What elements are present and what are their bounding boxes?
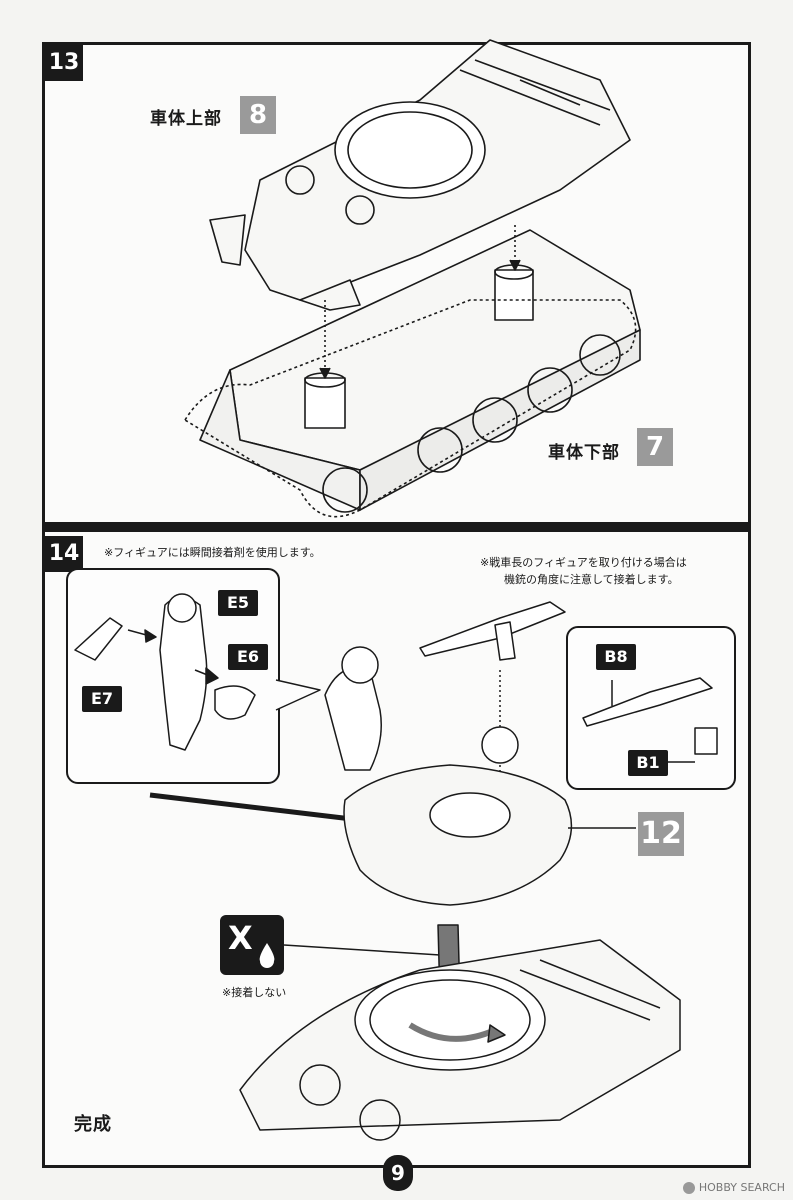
no-glue-symbol: X — [228, 919, 253, 957]
step-divider — [42, 522, 751, 532]
commander-note-line1: ※戦車長のフィギュアを取り付ける場合は — [480, 556, 687, 569]
figure-glue-note: ※フィギュアには瞬間接着剤を使用します。 — [104, 546, 321, 559]
part-e7: E7 — [82, 686, 122, 712]
watermark: HOBBY SEARCH — [683, 1181, 785, 1194]
commander-note-line2: 機銃の角度に注意して接着します。 — [504, 573, 679, 586]
watermark-logo-icon — [683, 1182, 696, 1194]
glue-drop-icon — [259, 943, 275, 968]
upper-hull-label: 車体上部 — [150, 109, 222, 129]
step-14-number: 14 — [45, 536, 83, 572]
part-e5: E5 — [218, 590, 258, 616]
step-14-assembly-drawing — [74, 593, 718, 1141]
page-number: 9 — [383, 1155, 413, 1191]
part-e6: E6 — [228, 644, 268, 670]
lower-hull-ref: 7 — [637, 428, 673, 466]
step-13-assembly-drawing — [184, 39, 641, 518]
part-b1: B1 — [628, 750, 668, 776]
machine-gun-callout — [566, 626, 736, 790]
no-glue-icon: X — [220, 915, 284, 975]
upper-hull-ref: 8 — [240, 96, 276, 134]
lower-hull-label: 車体下部 — [548, 443, 620, 463]
turret-ref: 12 — [638, 812, 684, 856]
complete-label: 完成 — [74, 1114, 112, 1135]
watermark-text: HOBBY SEARCH — [698, 1181, 785, 1194]
part-b8: B8 — [596, 644, 636, 670]
no-glue-note: ※接着しない — [222, 986, 287, 999]
step-13-number: 13 — [45, 45, 83, 81]
